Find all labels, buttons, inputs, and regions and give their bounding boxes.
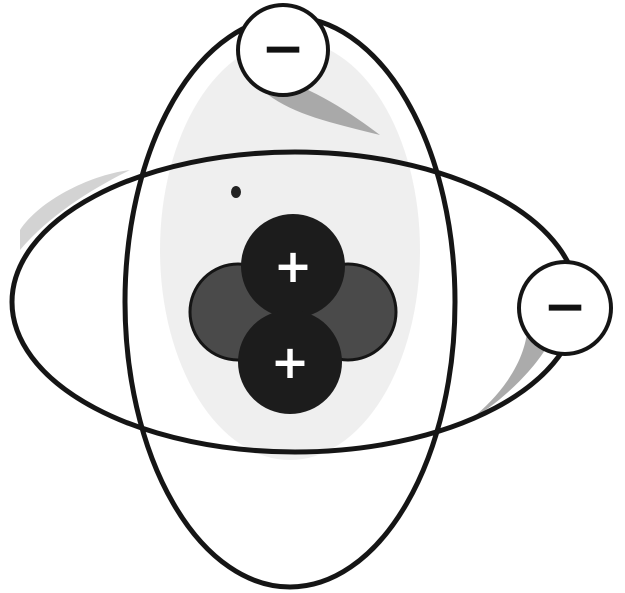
proton-charge-label: +	[274, 239, 313, 293]
electron-charge-label: −	[261, 19, 305, 79]
speck-mark	[231, 186, 241, 198]
electron-charge-label: −	[543, 277, 587, 337]
proton-charge-label: +	[271, 335, 310, 389]
